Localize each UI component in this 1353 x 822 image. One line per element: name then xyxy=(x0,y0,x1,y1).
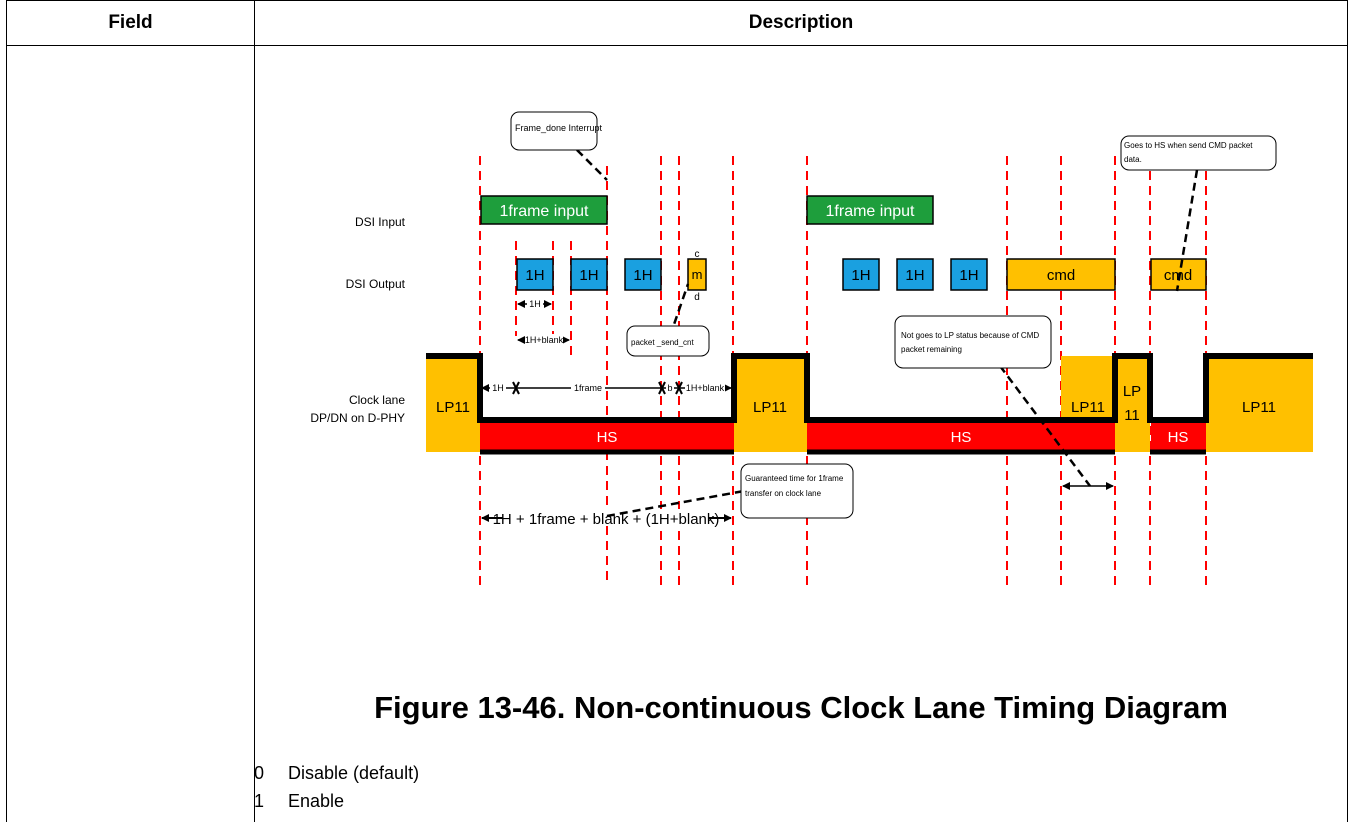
option-value: 0 xyxy=(254,763,265,783)
callout-box xyxy=(510,111,598,151)
small-cmd-block xyxy=(687,258,707,291)
row-label-clock-lane: Clock lane xyxy=(349,393,405,407)
line-block-label: 1H xyxy=(851,267,870,284)
header-field: Field xyxy=(108,12,153,33)
frame-input-label: 1frame input xyxy=(826,203,915,220)
lane-one-h-label: 1H xyxy=(492,383,504,393)
cmd-block-label: cmd xyxy=(1164,267,1192,284)
one-h-label: 1H xyxy=(529,299,541,309)
line-block-label: 1H xyxy=(959,267,978,284)
callout-text: packet remaining xyxy=(901,345,962,354)
line-block-label: 1H xyxy=(905,267,924,284)
lp-block xyxy=(1115,356,1150,452)
callout-text: Not goes to LP status because of CMD xyxy=(901,331,1039,340)
lp11-label: LP11 xyxy=(1071,399,1105,416)
line-block xyxy=(950,258,988,291)
callout-text: Goes to HS when send CMD packet xyxy=(1124,141,1253,150)
lp11-label: LP11 xyxy=(753,399,787,416)
hs-block xyxy=(807,420,1115,452)
option-value: 1 xyxy=(254,791,265,811)
line-block-label: 1H xyxy=(525,267,544,284)
small-cmd-c: c xyxy=(695,249,700,260)
option-label: Enable xyxy=(288,791,345,811)
register-field-table: Field Description xyxy=(6,0,1348,822)
callout-text: Guaranteed time for 1frame xyxy=(745,474,844,483)
frame-input-block xyxy=(806,195,934,225)
lp-label: 11 xyxy=(1124,407,1140,424)
measure-bg xyxy=(666,382,674,393)
line-blocks: 1H 1H 1H 1H 1H 1H xyxy=(516,258,988,291)
row-label-dphy: DP/DN on D-PHY xyxy=(310,411,405,425)
timing-diagram: DSI Input DSI Output Clock lane DP/DN on… xyxy=(255,46,1347,686)
row-label-dsi-input: DSI Input xyxy=(355,215,406,229)
lane-one-h-blank-label: 1H+blank xyxy=(686,383,725,393)
frame-input-label: 1frame input xyxy=(500,203,589,220)
callout-packet-send-cnt: packet _send_cnt xyxy=(626,325,710,357)
cmd-block xyxy=(1006,258,1116,291)
small-cmd-m: m xyxy=(692,267,703,282)
line-block-label: 1H xyxy=(579,267,598,284)
callout-text: Frame_done Interrupt xyxy=(515,123,603,133)
callout-guaranteed: Guaranteed time for 1frame transfer on c… xyxy=(740,463,854,519)
lp-label: LP xyxy=(1123,383,1141,400)
clock-lane-signal: LP11 HS LP11 HS LP11 LP 11 HS LP11 xyxy=(426,353,1313,455)
hs-label: HS xyxy=(1168,429,1189,446)
callout-frame-done: Frame_done Interrupt xyxy=(510,111,603,151)
lane-measure-ticks xyxy=(512,381,683,395)
callout-connectors xyxy=(576,149,1199,518)
line-block-label: 1H xyxy=(633,267,652,284)
total-measure-label: 1H + 1frame + blank + (1H+blank) xyxy=(493,511,720,528)
option-row: 0 Disable (default) xyxy=(254,763,419,784)
row-label-dsi-output: DSI Output xyxy=(346,277,406,291)
hs-label: HS xyxy=(951,429,972,446)
measure-bg xyxy=(525,334,563,345)
small-cmd-d: d xyxy=(694,292,700,303)
lp11-block xyxy=(734,356,807,452)
table-header: Field Description xyxy=(7,0,1347,46)
lp11-label: LP11 xyxy=(436,399,470,416)
one-h-blank-label: 1H+blank xyxy=(525,335,564,345)
measure-bg xyxy=(527,298,543,309)
line-block xyxy=(842,258,880,291)
lane-b-label: b xyxy=(667,383,672,393)
line-block xyxy=(896,258,934,291)
callout-box xyxy=(626,325,710,357)
measure-bg xyxy=(503,509,709,526)
lp11-block xyxy=(1206,356,1313,452)
header-description: Description xyxy=(748,12,854,33)
hs-block xyxy=(480,420,734,452)
frame-input-block xyxy=(480,195,608,225)
lane-frame-label: 1frame xyxy=(574,383,602,393)
measure-bg xyxy=(571,382,605,393)
line-block xyxy=(516,258,554,291)
callout-box xyxy=(740,463,854,519)
option-row: 1 Enable xyxy=(254,791,344,812)
callout-not-lp: Not goes to LP status because of CMD pac… xyxy=(894,315,1052,369)
callout-text: packet _send_cnt xyxy=(631,338,694,347)
option-label: Disable (default) xyxy=(288,763,420,783)
line-block xyxy=(570,258,608,291)
callout-text: data. xyxy=(1124,155,1142,164)
cmd-block-label: cmd xyxy=(1047,267,1075,284)
lp11-block xyxy=(426,356,480,452)
callout-box xyxy=(1120,135,1277,171)
callout-box xyxy=(894,315,1052,369)
lp11-block xyxy=(1061,356,1115,420)
timing-diagram-svg: DSI Input DSI Output Clock lane DP/DN on… xyxy=(310,111,1313,586)
column-divider xyxy=(254,0,255,822)
line-block xyxy=(624,258,662,291)
measure-bg xyxy=(490,382,506,393)
callout-goes-to-hs: Goes to HS when send CMD packet data. xyxy=(1120,135,1277,171)
callout-text: transfer on clock lane xyxy=(745,489,822,498)
hs-block xyxy=(1151,420,1206,452)
lp11-label: LP11 xyxy=(1242,399,1276,416)
clock-lane-upper-line xyxy=(426,353,1313,423)
hs-label: HS xyxy=(597,429,618,446)
figure-title: Figure 13-46. Non-continuous Clock Lane … xyxy=(374,690,1228,725)
measure-bg xyxy=(685,382,725,393)
